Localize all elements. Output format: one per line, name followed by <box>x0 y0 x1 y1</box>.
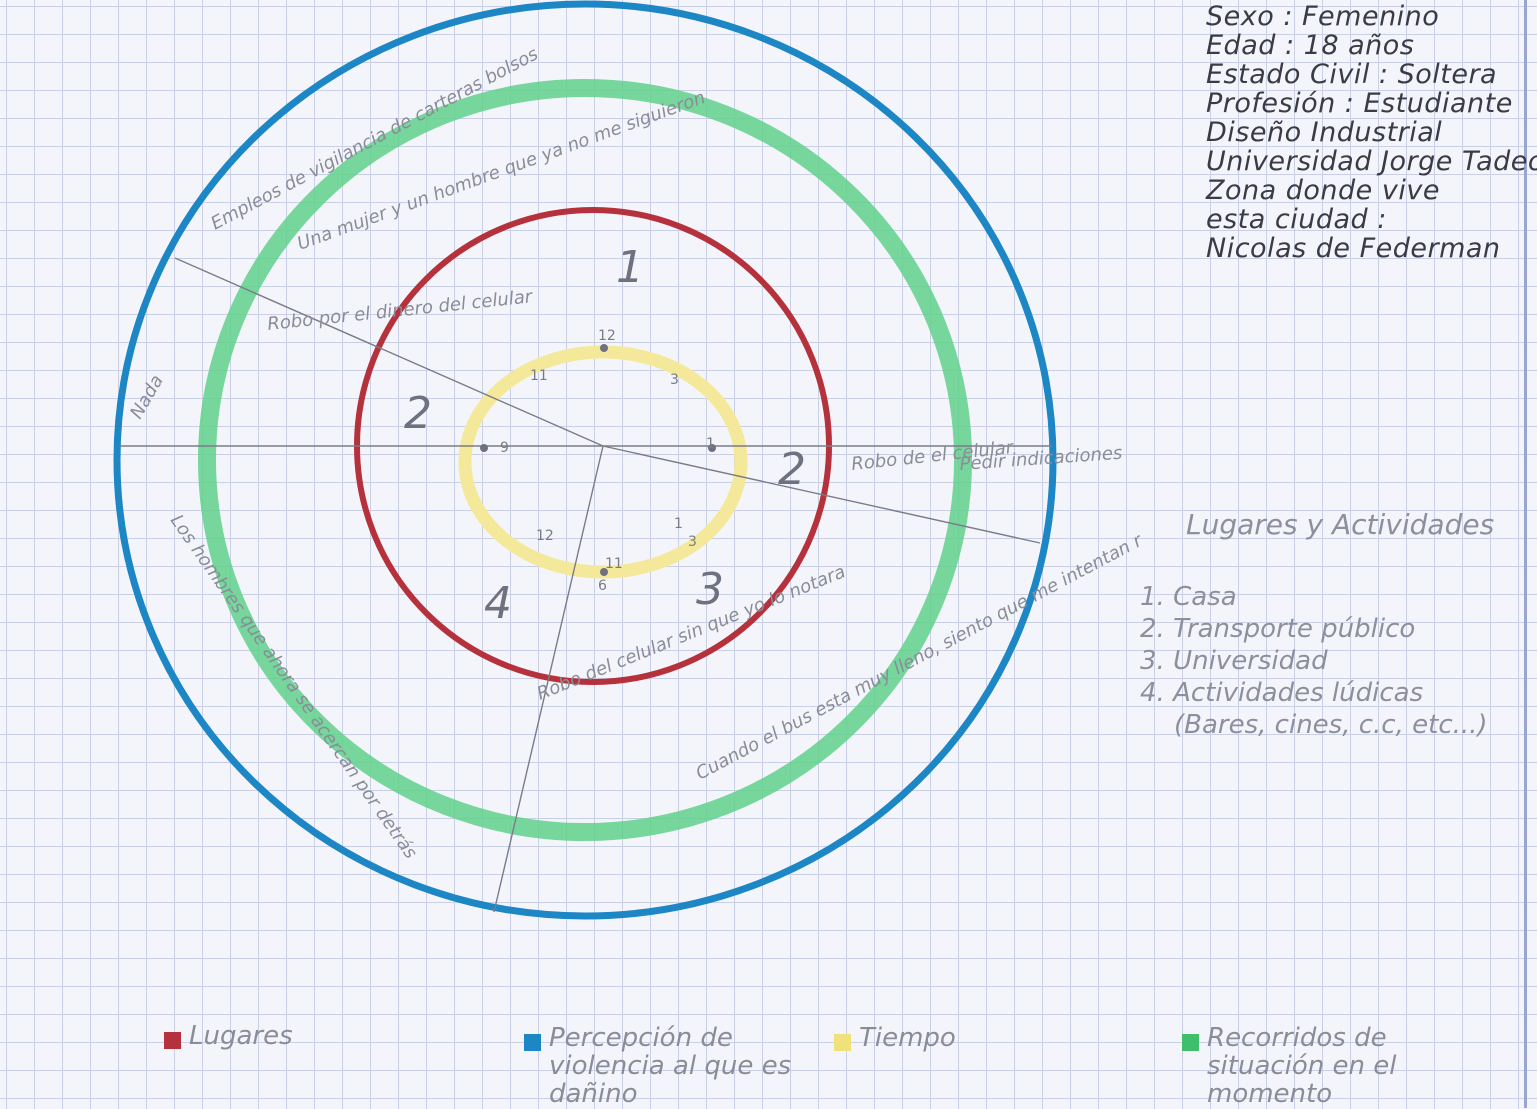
clock-label: 9 <box>500 440 509 456</box>
profile-line: Edad : 18 años <box>1206 30 1415 61</box>
sector-number: 1 <box>616 242 644 293</box>
legend-swatch-green <box>1182 1034 1199 1051</box>
legend-label: Tiempo <box>859 1023 956 1053</box>
time-ring <box>458 345 748 579</box>
legend-entry-tiempo: Tiempo <box>834 1024 1034 1052</box>
places-item: 1. Casa <box>1140 582 1237 612</box>
clock-label: 12 <box>536 528 554 544</box>
legend-label: Lugares <box>189 1021 293 1051</box>
notebook-margin-line <box>1524 0 1527 1108</box>
profile-line: Diseño Industrial <box>1206 117 1443 148</box>
sector-number: 2 <box>404 388 432 439</box>
sector-number: 4 <box>484 578 512 629</box>
clock-label: 3 <box>688 534 697 550</box>
clock-ticks <box>480 344 716 576</box>
places-item: 4. Actividades lúdicas <box>1140 678 1424 708</box>
profile-line: Profesión : Estudiante <box>1206 88 1513 119</box>
segment-text: Robo por el dinero del celular <box>266 286 534 335</box>
profile-line: esta ciudad : <box>1206 204 1387 235</box>
places-item: 2. Transporte público <box>1140 614 1416 644</box>
legend-swatch-blue <box>524 1034 541 1051</box>
profile-line: Nicolas de Federman <box>1206 233 1501 264</box>
places-item: 3. Universidad <box>1140 646 1328 676</box>
legend-entry-lugares: Lugares <box>164 1022 464 1050</box>
places-item: (Bares, cines, c.c, etc...) <box>1174 710 1488 740</box>
clock-label: 6 <box>598 578 607 594</box>
sector-number: 3 <box>696 564 724 615</box>
legend-label: Percepción de violencia al que es dañino <box>549 1023 792 1109</box>
legend-entry-recorridos: Recorridos de situación en el momento <box>1182 1024 1502 1108</box>
sector-number: 2 <box>778 444 806 495</box>
profile-line: Sexo : Femenino <box>1206 1 1440 32</box>
clock-label: 3 <box>670 372 679 388</box>
clock-label: 11 <box>530 368 548 384</box>
legend-swatch-yellow <box>834 1034 851 1051</box>
profile-line: Universidad Jorge Tadeo <box>1206 146 1537 177</box>
places-list: Lugares y Actividades 1. Casa 2. Transpo… <box>1140 508 1530 741</box>
legend-entry-violencia: Percepción de violencia al que es dañino <box>524 1024 814 1108</box>
clock-label: 11 <box>605 556 623 572</box>
clock-label: 12 <box>598 328 616 344</box>
legend-swatch-red <box>164 1032 181 1049</box>
violence-perception-ring <box>113 0 1057 920</box>
segment-text: Cuando el bus esta muy lleno, siento que… <box>692 510 1140 784</box>
clock-label: 1 <box>674 516 683 532</box>
perception-circle-diagram: 12 3 6 9 11 11 1 1 12 3 1 2 2 3 4 Empleo… <box>113 0 1140 920</box>
clock-label: 1 <box>706 436 715 452</box>
segment-text: Los hombres que ahora se acercan por det… <box>166 511 421 863</box>
route-situation-ring <box>198 79 972 841</box>
profile-line: Estado Civil : Soltera <box>1206 59 1498 90</box>
segment-text: Robo del celular sin que yo lo notara <box>534 561 848 704</box>
sector-divider-lines <box>120 257 1052 913</box>
profile-line: Zona donde vive <box>1206 175 1440 206</box>
legend-label: Recorridos de situación en el momento <box>1207 1023 1397 1109</box>
segment-text: Nada <box>126 371 168 422</box>
profile-notes: Sexo : Femenino Edad : 18 años Estado Ci… <box>1206 1 1537 264</box>
places-title: Lugares y Actividades <box>1186 508 1495 541</box>
